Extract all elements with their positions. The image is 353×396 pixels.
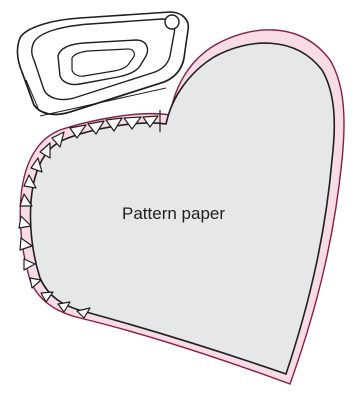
- pattern-paper-label: Pattern paper: [122, 204, 225, 223]
- iron-icon: [18, 12, 189, 116]
